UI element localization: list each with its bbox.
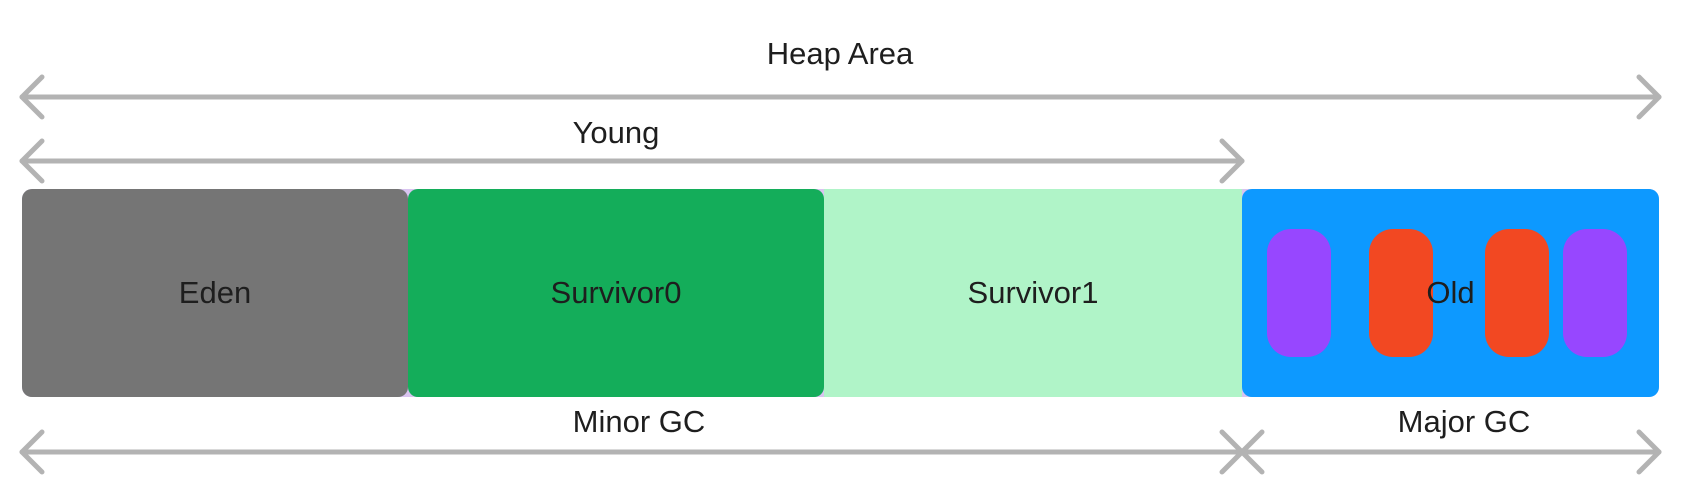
old-label: Old: [1426, 275, 1475, 310]
survivor1-region: Survivor1: [824, 189, 1242, 397]
survivor0-label: Survivor0: [550, 275, 682, 310]
old-object-1: [1267, 229, 1331, 357]
survivor0-region: Survivor0: [408, 189, 824, 397]
eden-label: Eden: [178, 275, 252, 310]
young-arrow: [19, 138, 1245, 184]
old-object-3: [1485, 229, 1549, 357]
heap-area-arrow: [19, 74, 1662, 120]
old-object-4: [1563, 229, 1627, 357]
young-label: Young: [572, 115, 660, 150]
minor-gc-label: Minor GC: [572, 404, 706, 439]
heap-area-label: Heap Area: [766, 36, 914, 71]
major-gc-arrow: [1239, 429, 1662, 475]
survivor1-label: Survivor1: [967, 275, 1099, 310]
eden-region: Eden: [22, 189, 408, 397]
old-object-2: [1369, 229, 1433, 357]
major-gc-label: Major GC: [1397, 404, 1531, 439]
